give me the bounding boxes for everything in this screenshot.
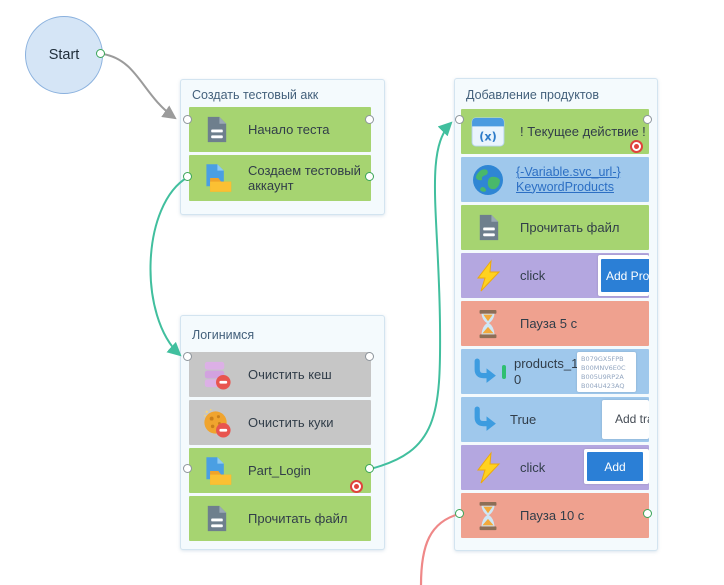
connector-dot-out[interactable] (183, 172, 192, 181)
hourglass-icon (470, 500, 506, 532)
action-label: click (520, 267, 546, 283)
action-block[interactable]: (x) ! Текущее действие ! (461, 109, 649, 154)
action-block[interactable]: Начало теста (189, 107, 371, 152)
connector-dot-in[interactable] (183, 352, 192, 361)
group-panel-add-products[interactable]: Добавление продуктов (x) ! Текущее дейст… (454, 78, 658, 551)
group-panel-create-account[interactable]: Создать тестовый акк Начало теста (180, 79, 385, 215)
variable-window-icon: (x) (470, 116, 506, 147)
connector-dot-out[interactable] (455, 509, 464, 518)
action-block[interactable]: Очистить куки (189, 400, 371, 445)
condition-label: True (510, 411, 537, 427)
action-label: ! Текущее действие ! (520, 123, 646, 139)
code-line: B079GX5FPB (581, 355, 624, 363)
document-icon (198, 503, 234, 534)
action-block[interactable]: Прочитать файл (461, 205, 649, 250)
start-node-label: Start (48, 47, 80, 63)
connector-dot-start-out[interactable] (96, 49, 105, 58)
add-button-preview[interactable]: Add (587, 452, 643, 481)
action-block[interactable]: Пауза 5 с (461, 301, 649, 346)
clear-cookies-icon (198, 406, 234, 439)
breakpoint-indicator[interactable] (350, 480, 363, 493)
group-title: Добавление продуктов (466, 88, 600, 102)
group-title: Логинимся (192, 328, 255, 342)
action-block[interactable]: Part_Login (189, 448, 371, 493)
group-title: Создать тестовый акк (192, 88, 319, 102)
connector-dot-out[interactable] (365, 352, 374, 361)
globe-icon (470, 163, 506, 197)
action-block[interactable]: Прочитать файл (189, 496, 371, 541)
connector-dot-out[interactable] (643, 115, 652, 124)
action-label: Прочитать файл (248, 510, 348, 526)
variable-marker (502, 364, 506, 379)
variable-link[interactable]: {-Variable.svc_url-} KeywordProducts (516, 164, 621, 194)
action-block[interactable]: Создаем тестовый аккаунт (189, 155, 371, 201)
connector-dot-out[interactable] (365, 115, 374, 124)
action-block[interactable]: True Add tra (461, 397, 649, 442)
action-block[interactable]: Очистить кеш (189, 352, 371, 397)
code-line: B004U423AQ (581, 382, 625, 390)
connector-dot-in[interactable] (455, 115, 464, 124)
action-label: Прочитать файл (520, 219, 620, 235)
connector-dot-out[interactable] (643, 509, 652, 518)
value-preview: B079GX5FPB B00MNV6E0C B005U9RP2A B004U42… (577, 352, 636, 392)
connector-dot-in[interactable] (183, 115, 192, 124)
action-label: click (520, 459, 546, 475)
action-block[interactable]: Пауза 10 с (461, 493, 649, 538)
action-block[interactable]: {-Variable.svc_url-} KeywordProducts (461, 157, 649, 202)
hourglass-icon (470, 308, 506, 340)
action-block[interactable]: products_10 B079GX5FPB B00MNV6E0C B005U9… (461, 349, 649, 394)
action-label: Начало теста (248, 121, 330, 137)
file-folder-icon (198, 162, 234, 194)
action-label: Пауза 5 с (520, 315, 578, 331)
code-line: B005U9RP2A (581, 373, 624, 381)
document-icon (470, 212, 506, 243)
add-product-button-preview[interactable]: Add Prod (601, 259, 649, 292)
element-preview: Add (584, 449, 649, 484)
branch-arrow-icon (470, 358, 500, 385)
action-block[interactable]: click Add (461, 445, 649, 490)
clear-cache-icon (198, 358, 234, 391)
variable-name-label: products_10 (514, 356, 579, 387)
variable-glyph: (x) (479, 130, 497, 143)
connector-dot-out[interactable] (365, 172, 374, 181)
connector-dot-out[interactable] (365, 464, 374, 473)
action-label: Пауза 10 с (520, 507, 585, 523)
lightning-icon (470, 450, 506, 485)
breakpoint-indicator[interactable] (630, 140, 643, 153)
element-preview: Add tra (602, 400, 649, 439)
edge-start-to-begin[interactable] (102, 53, 177, 120)
group-panel-login[interactable]: Логинимся Очистить кеш (180, 315, 385, 550)
connector-dot-in[interactable] (183, 464, 192, 473)
branch-arrow-icon (470, 406, 500, 433)
code-line: B00MNV6E0C (581, 364, 626, 372)
action-block[interactable]: click Add Prod (461, 253, 649, 298)
action-label: Очистить кеш (248, 366, 332, 382)
lightning-icon (470, 258, 506, 293)
file-folder-icon (198, 455, 234, 487)
start-node[interactable]: Start (25, 16, 103, 94)
action-label: Создаем тестовый аккаунт (248, 162, 361, 193)
element-preview: Add Prod (598, 255, 649, 296)
action-label: Part_Login (248, 462, 311, 478)
add-tracking-preview: Add tra (615, 412, 649, 426)
document-icon (198, 114, 234, 145)
action-label: Очистить куки (248, 414, 334, 430)
